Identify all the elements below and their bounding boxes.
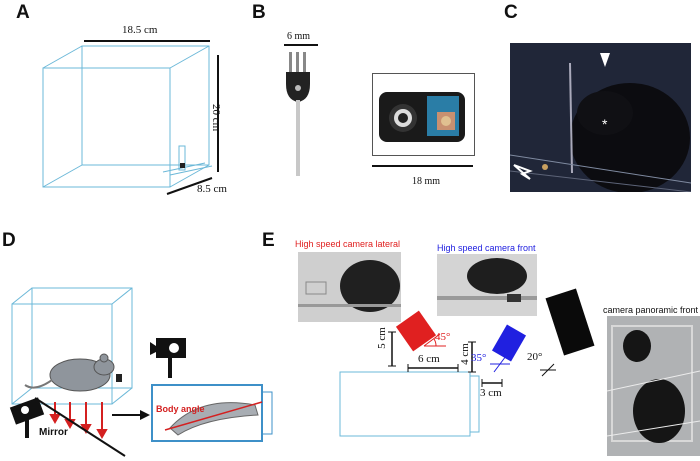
panoramic-camera-photo: [607, 316, 700, 456]
electrode-diagram: [284, 44, 318, 176]
camera-photo-frame: [372, 73, 475, 156]
mirror-label: Mirror: [39, 427, 68, 438]
panel-label-d: D: [2, 230, 16, 251]
front-camera-label: High speed camera front: [437, 243, 536, 253]
body-angle-label: Body angle: [156, 404, 205, 414]
camera-layout-diagram: [339, 288, 595, 437]
lateral-camera-label: High speed camera lateral: [295, 239, 401, 249]
asterisk-marker: *: [602, 116, 608, 132]
front-camera-photo: [437, 254, 537, 316]
dist-5cm-label: 5 cm: [375, 327, 388, 349]
width-label: 18.5 cm: [122, 24, 158, 36]
mouse-bottom-view: [169, 402, 259, 436]
angle-35-label: 35°: [471, 352, 487, 364]
mirror-line: [34, 397, 126, 457]
dist-3cm-label: 3 cm: [480, 387, 502, 399]
depth-label: 8.5 cm: [197, 183, 227, 195]
angle-45-label: 45°: [435, 331, 451, 343]
mini-camera-in-box: [180, 163, 185, 168]
panel-label-e: E: [262, 230, 275, 251]
lateral-camera-block: [395, 310, 437, 352]
camera-icon-left: [9, 397, 45, 438]
arrowhead-marker-top: [600, 53, 610, 67]
body-angle-line: [164, 401, 263, 431]
mouse-photo: *: [510, 43, 691, 192]
camera-icon-top: [150, 338, 186, 378]
mini-camera-photo: [379, 92, 465, 142]
panel-label-b: B: [252, 2, 266, 23]
arena-box-back: [339, 371, 471, 437]
panel-label-c: C: [504, 2, 518, 23]
height-label: 20 cm: [210, 104, 222, 132]
panoramic-camera-block: [545, 288, 595, 356]
camera-size-label: 18 mm: [412, 176, 441, 187]
camera-dimension-line: [372, 165, 473, 167]
dist-6cm-label: 6 cm: [418, 353, 440, 365]
enclosure-box-diagram: [42, 40, 219, 195]
angle-20-label: 20°: [527, 351, 543, 363]
panel-label-a: A: [16, 2, 30, 23]
lateral-camera-photo: [298, 252, 401, 322]
arrowhead-marker-left: [513, 164, 533, 180]
mirror-setup-diagram: [9, 287, 273, 457]
dist-4cm-label: 4 cm: [458, 343, 471, 365]
wire-width-label: 6 mm: [287, 31, 311, 42]
panoramic-camera-label: camera panoramic front: [603, 305, 699, 315]
front-camera-block: [491, 324, 527, 362]
depth-dimension-line: [166, 177, 213, 195]
